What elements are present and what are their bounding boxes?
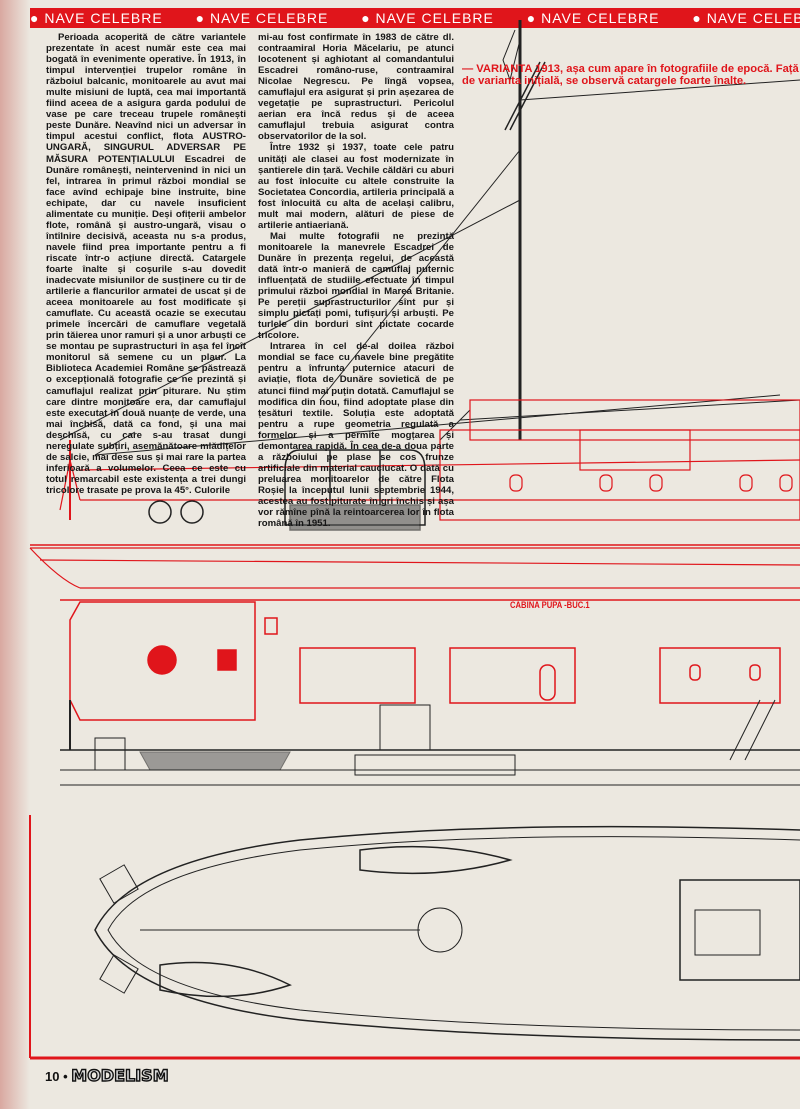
header-item: ● NAVE CELEBRE (692, 10, 800, 26)
cabin-label: CABINA PUPA -BUC.1 (510, 600, 590, 610)
paragraph: Mai multe fotografii ne prezintă monitoa… (258, 230, 454, 342)
paragraph: mi-au fost confirmate în 1983 de către d… (258, 32, 454, 143)
header-item: ● NAVE CELEBRE (195, 10, 329, 26)
side-elevation-black (60, 699, 800, 786)
page-footer: 10 • MODELISM (45, 1065, 170, 1085)
page-number: 10 (45, 1069, 60, 1084)
mast-and-rigging (59, 20, 800, 456)
article-column-1: Perioada acoperită de către variantele p… (46, 32, 246, 496)
paragraph: Între 1932 și 1937, toate cele patru uni… (258, 142, 454, 231)
cabin-plan-red (69, 601, 781, 721)
figure-caption: — VARIANTA 1913, așa cum apare în fotogr… (462, 63, 799, 87)
header-item: ● NAVE CELEBRE (526, 10, 660, 26)
article-column-2: mi-au fost confirmate în 1983 de către d… (258, 32, 454, 529)
magazine-logo: MODELISM (71, 1065, 170, 1085)
header-item: ● NAVE CELEBRE (361, 10, 494, 26)
deck-plan (29, 815, 800, 1060)
paragraph: Perioada acoperită de către variantele p… (46, 32, 246, 496)
portholes (509, 474, 793, 492)
header-item: ● NAVE CELEBRE (30, 10, 163, 26)
side-elevation-red (29, 399, 800, 601)
section-header-band: ● NAVE CELEBRE ● NAVE CELEBRE ● NAVE CEL… (30, 8, 800, 28)
page-edge (0, 0, 30, 1109)
boat-on-deck (148, 449, 426, 531)
footer-bullet: • (63, 1069, 68, 1084)
paragraph: Intrarea în cel de-al doilea război mond… (258, 341, 454, 530)
